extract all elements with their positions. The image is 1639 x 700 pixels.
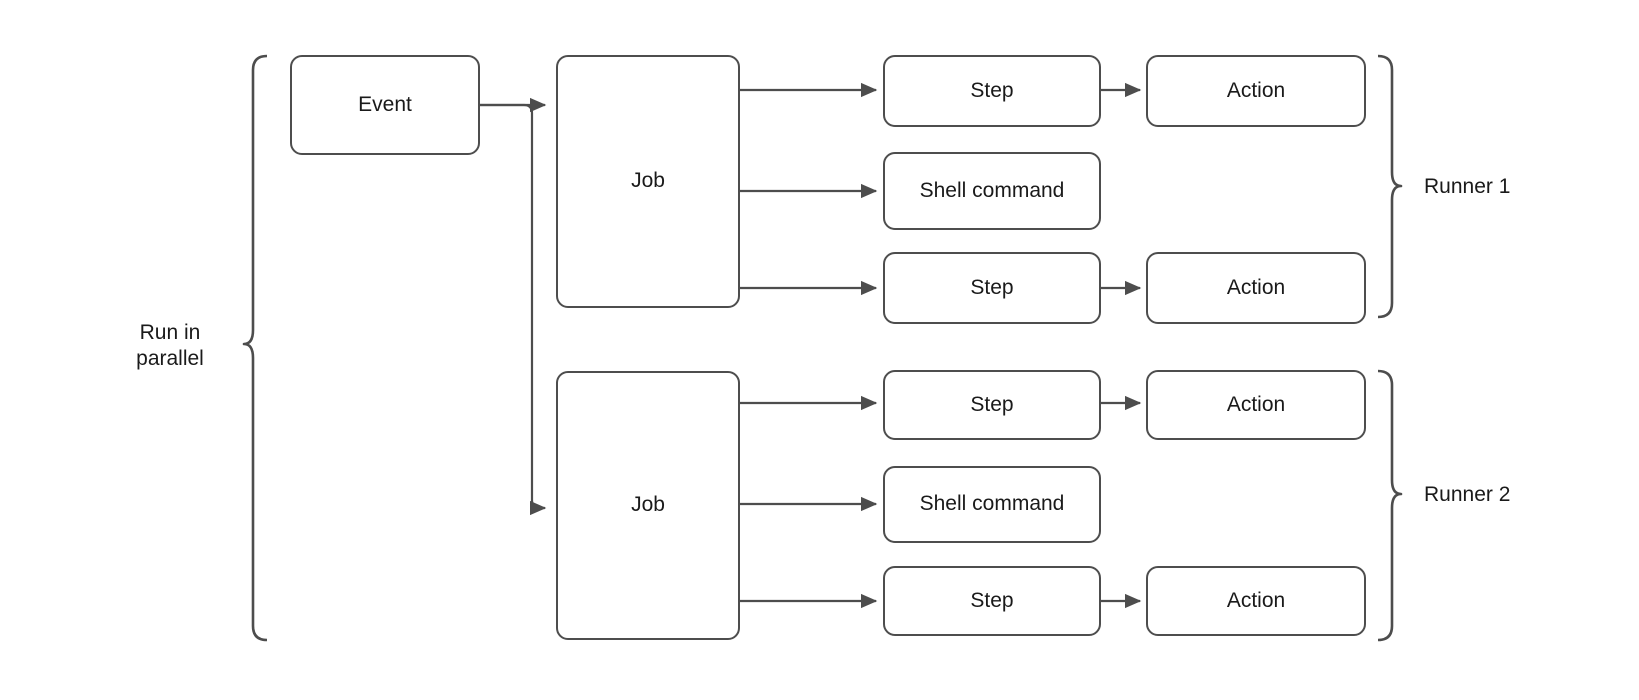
node-event-label: Event — [358, 92, 412, 116]
node-runner1-shell-command-label: Shell command — [919, 178, 1065, 202]
node-runner1-step-2[interactable]: Step — [883, 252, 1101, 324]
node-runner2-step-1-label: Step — [970, 392, 1014, 416]
node-runner1-action-2[interactable]: Action — [1146, 252, 1366, 324]
node-event[interactable]: Event — [290, 55, 480, 155]
node-runner2-step-1[interactable]: Step — [883, 370, 1101, 440]
brace-runner-1 — [1377, 54, 1403, 319]
label-run-in-parallel: Run in parallel — [136, 321, 204, 371]
node-job-2[interactable]: Job — [556, 371, 740, 640]
node-runner2-action-1[interactable]: Action — [1146, 370, 1366, 440]
node-job-1[interactable]: Job — [556, 55, 740, 308]
connector-event-to-job2 — [480, 103, 547, 516]
node-job-1-label: Job — [631, 169, 665, 193]
node-runner2-shell-command[interactable]: Shell command — [883, 466, 1101, 543]
node-runner1-action-1[interactable]: Action — [1146, 55, 1366, 127]
node-runner1-action-2-label: Action — [1226, 275, 1286, 299]
node-job-2-label: Job — [631, 493, 665, 517]
label-runner-2: Runner 2 — [1424, 483, 1511, 506]
node-runner1-step-1[interactable]: Step — [883, 55, 1101, 127]
node-runner1-step-1-label: Step — [970, 78, 1014, 102]
node-runner2-action-2[interactable]: Action — [1146, 566, 1366, 636]
node-runner2-step-2[interactable]: Step — [883, 566, 1101, 636]
node-runner2-action-2-label: Action — [1226, 588, 1286, 612]
node-runner1-step-2-label: Step — [970, 275, 1014, 299]
brace-runner-2 — [1377, 369, 1403, 642]
node-runner2-step-2-label: Step — [970, 588, 1014, 612]
brace-run-in-parallel — [242, 54, 268, 642]
node-runner2-action-1-label: Action — [1226, 392, 1286, 416]
node-runner1-shell-command[interactable]: Shell command — [883, 152, 1101, 230]
label-runner-1: Runner 1 — [1424, 175, 1511, 198]
node-runner2-shell-command-label: Shell command — [919, 492, 1065, 516]
node-runner1-action-1-label: Action — [1226, 78, 1286, 102]
